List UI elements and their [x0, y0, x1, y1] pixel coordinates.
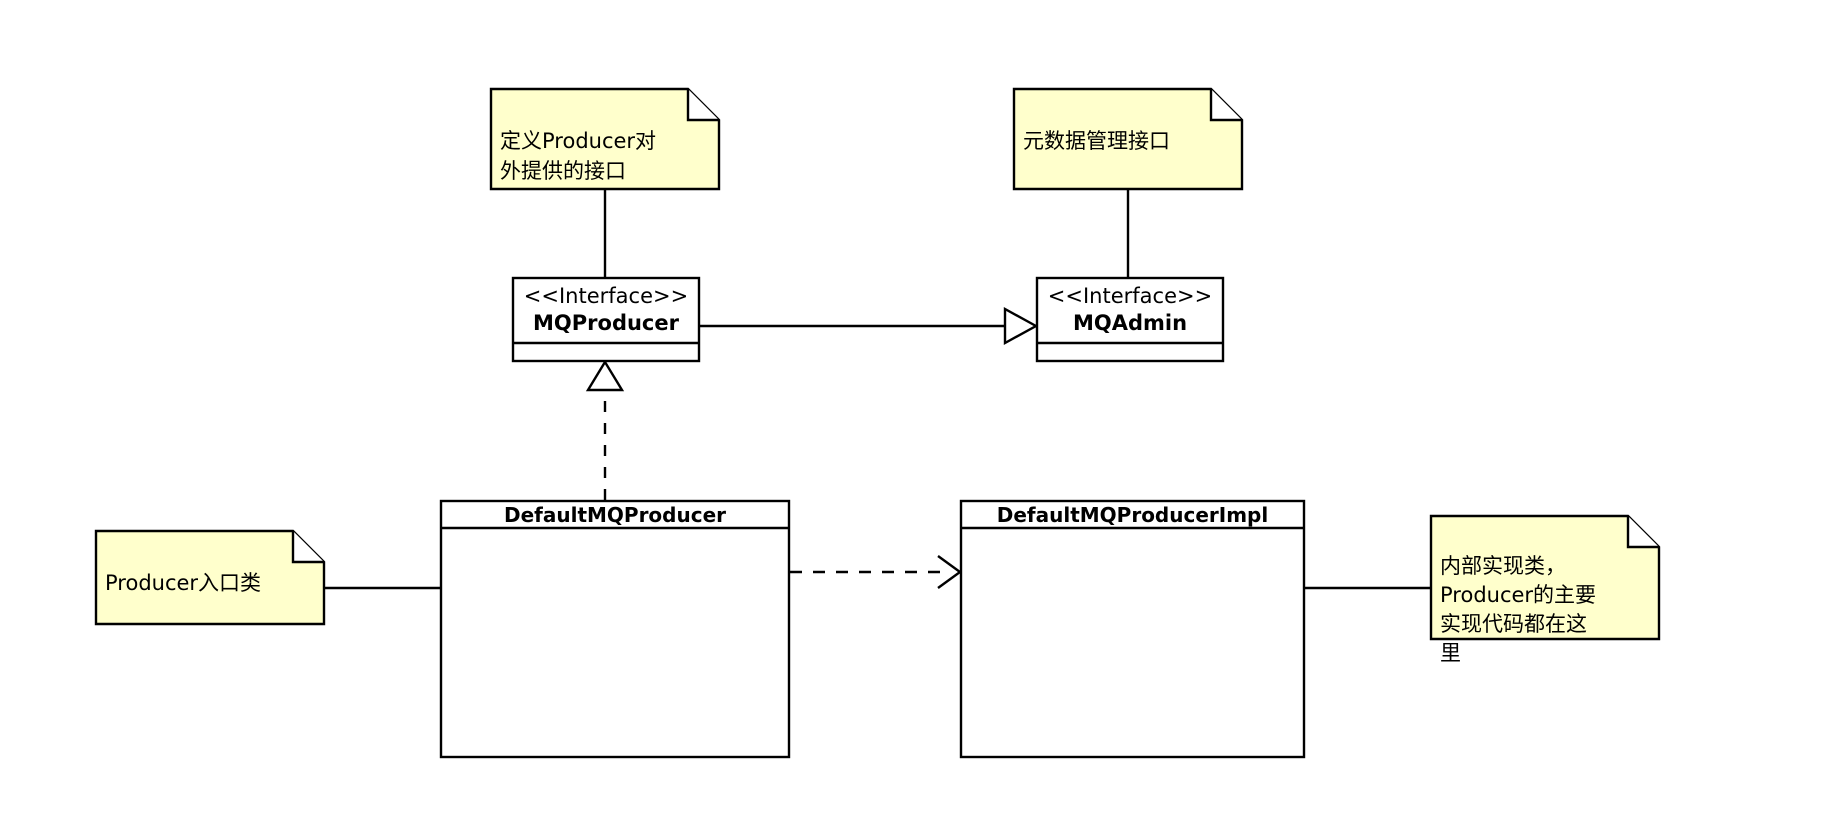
classifier-defaultmqproducerimpl[interactable]: DefaultMQProducerImpl — [961, 501, 1304, 757]
note-defaultmqproducer-text: Producer入口类 — [105, 571, 262, 595]
classifier-mqadmin-name: MQAdmin — [1072, 311, 1188, 335]
note-shape-mqproducer — [489, 87, 721, 191]
classifier-mqproducer-stereotype: <<Interface>> — [523, 284, 689, 308]
classifier-defaultmqproducer-name: DefaultMQProducer — [503, 503, 727, 527]
classifier-defaultmqproducerimpl-name: DefaultMQProducerImpl — [996, 503, 1269, 527]
classifier-defaultmqproducer[interactable]: DefaultMQProducer — [441, 501, 789, 757]
classifier-mqadmin[interactable]: <<Interface>> MQAdmin — [1037, 278, 1223, 361]
note-shape-mqadmin — [1012, 87, 1244, 191]
note-defaultmqproducer[interactable]: Producer入口类 — [96, 531, 324, 624]
classifier-shape-defaultmqproducer — [439, 499, 791, 759]
classifier-mqproducer-name: MQProducer — [533, 311, 679, 335]
relation-realization-defaultmqproducer-mqproducer — [585, 359, 625, 500]
note-mqproducer[interactable]: 定义Producer对 外提供的接口 — [491, 89, 719, 189]
note-shape-defaultmqproducer — [94, 529, 326, 626]
classifier-shape-defaultmqproducerimpl — [959, 499, 1306, 759]
note-mqadmin-text: 元数据管理接口 — [1023, 129, 1170, 153]
note-defaultmqproducerimpl[interactable]: 内部实现类， Producer的主要 实现代码都在这 里 — [1431, 516, 1659, 665]
classifier-mqadmin-stereotype: <<Interface>> — [1047, 284, 1213, 308]
relation-generalization-mqproducer-mqadmin — [700, 306, 1039, 346]
relation-dependency-defaultmqproducer-impl — [790, 555, 963, 589]
classifier-shape-mqproducer — [511, 276, 701, 363]
classifier-shape-mqadmin — [1035, 276, 1225, 363]
note-shape-defaultmqproducerimpl — [1429, 514, 1661, 641]
note-defaultmqproducerimpl-text: 内部实现类， Producer的主要 实现代码都在这 里 — [1440, 554, 1597, 665]
note-mqadmin[interactable]: 元数据管理接口 — [1014, 89, 1242, 189]
classifier-mqproducer[interactable]: <<Interface>> MQProducer — [513, 278, 699, 361]
note-mqproducer-text: 定义Producer对 外提供的接口 — [500, 129, 657, 183]
